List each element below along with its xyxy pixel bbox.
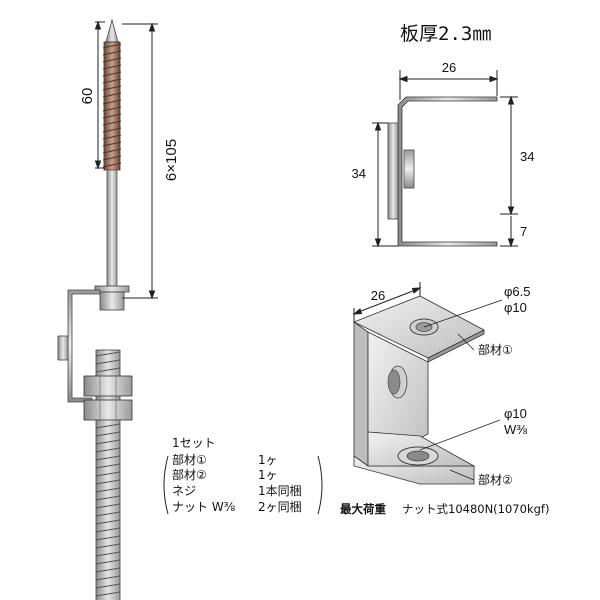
set-list-row-2-name: 部材②	[172, 467, 207, 482]
dim-iso-width	[352, 282, 422, 322]
nut-upper	[83, 375, 133, 397]
set-list-row-1-qty: 1ヶ	[258, 453, 278, 467]
screw-bracket-boss	[57, 335, 69, 361]
nut-lower	[83, 399, 133, 421]
threaded-rod-lines	[95, 351, 121, 597]
front-view-boss	[387, 122, 399, 220]
iso-top-hole-label-1: φ6.5	[504, 284, 531, 299]
dim-front-width	[398, 70, 499, 100]
screw-thread-lines	[102, 43, 122, 168]
plate-thickness-heading: 板厚2.3㎜	[400, 23, 491, 45]
dim-thread-length-label: 60	[79, 88, 96, 105]
front-view-bolt	[403, 149, 415, 189]
set-list-row-2-qty: 1ヶ	[258, 468, 278, 482]
screw-hex-head	[99, 291, 125, 311]
set-list-header: 1セット	[172, 436, 216, 450]
dim-front-left-height	[372, 121, 398, 248]
set-list-row-4-name: ナット W⅜	[172, 500, 236, 514]
dim-front-lip	[500, 216, 518, 248]
iso-part1-label: 部材①	[478, 342, 513, 357]
dim-total-length-label: 6×105	[163, 139, 180, 181]
iso-bottom-hole-label-2: W⅜	[504, 422, 527, 437]
set-list-row-3-qty: 1本同梱	[258, 484, 302, 498]
set-list-right-bracket	[317, 455, 323, 515]
max-load-value: ナット式10480N(1070kgf)	[402, 502, 549, 516]
dim-front-width-label: 26	[442, 60, 456, 75]
dim-thread-length	[94, 20, 105, 170]
set-list: 1セット 部材① 1ヶ 部材② 1ヶ ネジ 1本同梱 ナット W⅜ 2ヶ同梱	[163, 436, 323, 515]
set-list-row-3-name: ネジ	[172, 484, 196, 498]
screw-bracket-side	[67, 289, 101, 403]
front-view-bracket-outline	[397, 96, 498, 247]
bracket-front-view: 26 34 34 7	[352, 60, 534, 248]
dim-total-length	[122, 22, 158, 300]
dim-front-right-height-label: 34	[520, 149, 534, 164]
screw-shank	[106, 169, 118, 287]
dim-front-lip-label: 7	[520, 224, 527, 239]
dim-front-left-height-label: 34	[352, 166, 366, 181]
dim-front-right-height	[500, 95, 518, 216]
dim-iso-width-label: 26	[371, 288, 385, 303]
iso-bottom-hole-label-1: φ10	[504, 406, 527, 421]
screw-figure: 60 6×105	[57, 18, 180, 600]
max-load-label: 最大荷重	[340, 502, 386, 516]
bracket-iso-view: 26	[352, 282, 503, 485]
iso-part2-label: 部材②	[478, 472, 513, 487]
screw-drill-tip	[105, 18, 119, 43]
iso-top-hole-label-2: φ10	[504, 300, 527, 315]
set-list-row-1-name: 部材①	[172, 452, 207, 467]
set-list-left-bracket	[163, 455, 169, 515]
set-list-row-4-qty: 2ヶ同梱	[258, 500, 302, 514]
bracket-web	[353, 321, 369, 467]
